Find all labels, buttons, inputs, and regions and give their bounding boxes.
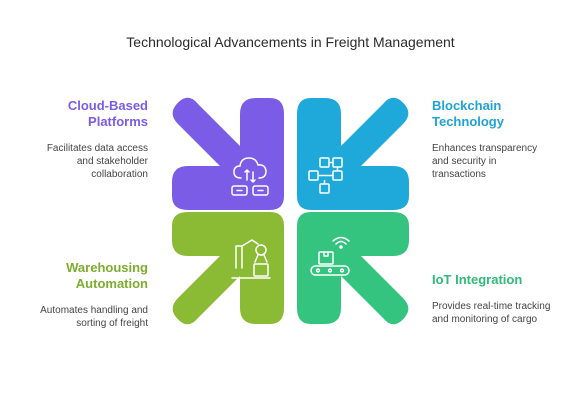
description-line: and monitoring of cargo <box>432 314 538 325</box>
heading-line: Technology <box>432 114 504 129</box>
heading-line: Platforms <box>88 114 148 129</box>
description-line: Enhances transparency <box>432 143 538 154</box>
arrow-shape-br <box>297 212 409 325</box>
description-warehousing-automation: Automates handling and sorting of freigh… <box>18 304 148 330</box>
description-line: and stakeholder <box>76 156 148 167</box>
blockchain-icon <box>308 157 343 194</box>
text-block-iot-integration: IoT Integration Provides real-time track… <box>432 272 572 326</box>
description-line: collaboration <box>91 169 148 180</box>
heading-line: Cloud-Based <box>67 98 148 113</box>
heading-warehousing-automation: Warehousing Automation <box>18 260 148 292</box>
arrow-cloud-based-platforms <box>172 97 284 210</box>
arrow-warehousing-automation <box>172 212 284 325</box>
description-blockchain-technology: Enhances transparency and security in tr… <box>432 142 567 181</box>
heading-iot-integration: IoT Integration <box>432 272 572 288</box>
text-block-cloud-based-platforms: Cloud-Based Platforms Facilitates data a… <box>20 98 148 181</box>
arrow-shape-tl <box>172 97 284 210</box>
description-line: sorting of freight <box>76 318 148 329</box>
diagram-title: Technological Advancements in Freight Ma… <box>126 34 455 50</box>
description-line: Provides real-time tracking <box>432 301 551 312</box>
robotic-arm-icon <box>231 239 271 279</box>
iot-conveyor-icon <box>310 236 350 276</box>
arrow-shape-tr <box>297 97 409 210</box>
arrow-shape-bl <box>172 212 284 325</box>
heading-line: Warehousing <box>66 260 148 275</box>
description-line: Facilitates data access <box>46 143 148 154</box>
cloud-sync-icon <box>231 157 269 196</box>
heading-cloud-based-platforms: Cloud-Based Platforms <box>20 98 148 130</box>
text-block-warehousing-automation: Warehousing Automation Automates handlin… <box>18 260 148 330</box>
description-line: and security in <box>432 156 497 167</box>
arrow-iot-integration <box>297 212 409 325</box>
description-line: Automates handling and <box>40 305 148 316</box>
heading-line: Blockchain <box>432 98 502 113</box>
arrow-blockchain-technology <box>297 97 409 210</box>
heading-line: IoT Integration <box>432 272 523 287</box>
heading-line: Automation <box>75 276 148 291</box>
description-cloud-based-platforms: Facilitates data access and stakeholder … <box>20 142 148 181</box>
heading-blockchain-technology: Blockchain Technology <box>432 98 567 130</box>
text-block-blockchain-technology: Blockchain Technology Enhances transpare… <box>432 98 567 181</box>
description-iot-integration: Provides real-time tracking and monitori… <box>432 300 572 326</box>
description-line: transactions <box>432 169 486 180</box>
